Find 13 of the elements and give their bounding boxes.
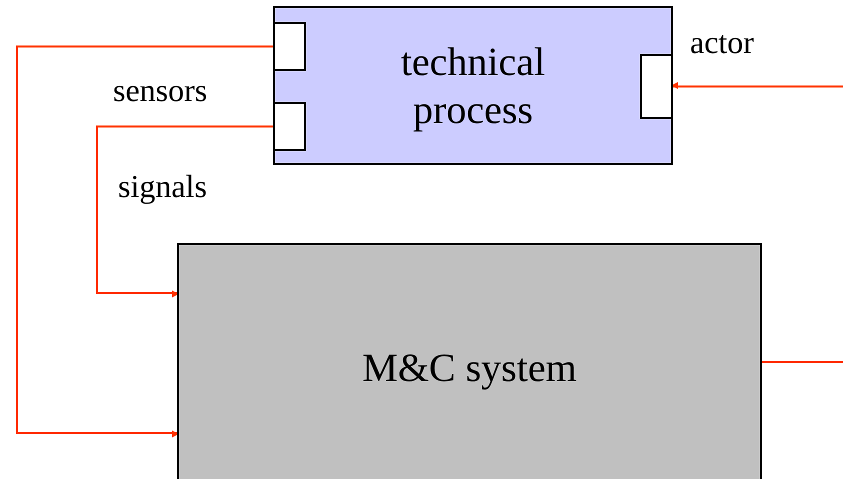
box-label: M&C system [361,344,578,392]
port-box [273,102,306,151]
arrow [16,46,273,438]
port-label: sensors [113,74,208,106]
process-box [273,6,673,165]
port-label: signals [118,170,207,202]
arrow [671,82,843,89]
port-box [640,54,673,119]
port-box [273,22,306,71]
arrow [96,126,273,298]
box-label: technical process [400,38,546,134]
port-label: actor [690,26,754,58]
process-box [177,243,762,479]
